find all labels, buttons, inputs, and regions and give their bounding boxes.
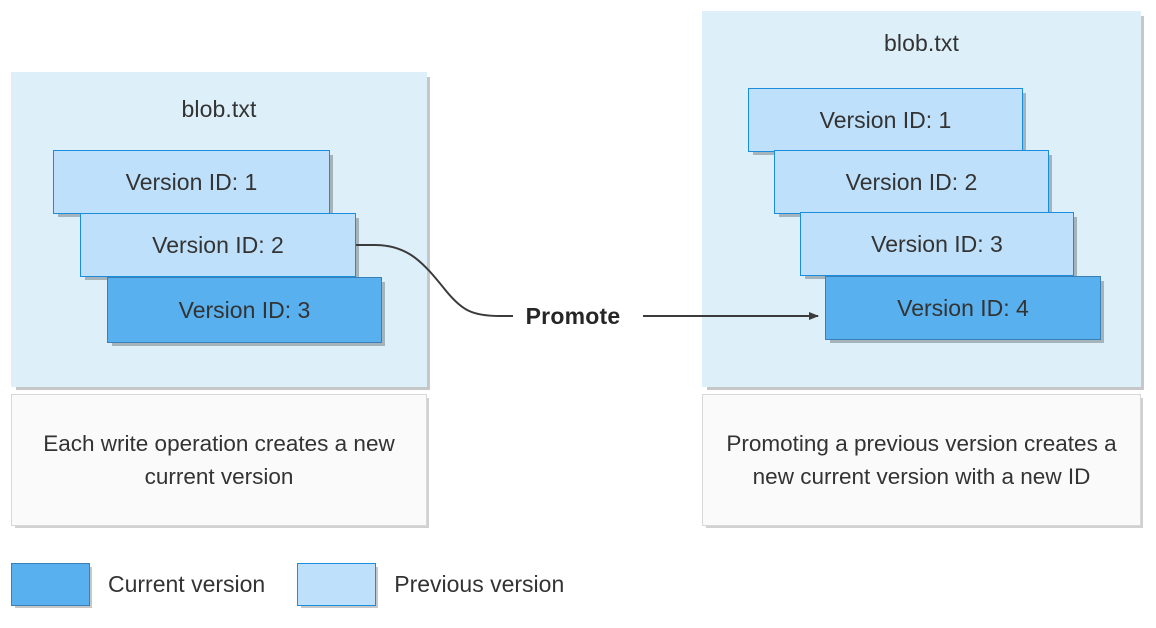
version-card-left-3-current[interactable]: Version ID: 3 — [107, 277, 382, 343]
version-card-label: Version ID: 1 — [125, 169, 258, 195]
version-card-label: Version ID: 4 — [897, 295, 1029, 321]
version-card-right-2[interactable]: Version ID: 2 — [774, 150, 1049, 214]
caption-left: Each write operation creates a new curre… — [11, 394, 427, 526]
legend-item-previous-version: Previous version — [297, 562, 565, 606]
legend-item-current-version: Current version — [11, 562, 266, 606]
version-card-left-1[interactable]: Version ID: 1 — [53, 150, 330, 214]
version-card-label: Version ID: 1 — [819, 107, 952, 133]
version-card-label: Version ID: 3 — [871, 231, 1003, 257]
version-card-label: Version ID: 2 — [152, 232, 284, 258]
version-card-left-2[interactable]: Version ID: 2 — [80, 213, 356, 277]
caption-left-text: Each write operation creates a new curre… — [43, 431, 395, 489]
blob-name-right: blob.txt — [884, 30, 959, 56]
caption-right-text: Promoting a previous version creates a n… — [726, 431, 1117, 489]
version-card-label: Version ID: 3 — [178, 297, 311, 323]
legend-label-previous: Previous version — [394, 571, 565, 597]
version-card-right-3[interactable]: Version ID: 3 — [800, 212, 1074, 276]
version-card-right-1[interactable]: Version ID: 1 — [748, 88, 1023, 152]
legend-swatch-current-icon — [11, 562, 90, 606]
caption-right: Promoting a previous version creates a n… — [702, 394, 1141, 526]
version-card-label: Version ID: 2 — [845, 169, 978, 195]
promote-label: Promote — [525, 303, 621, 329]
legend-swatch-previous-icon — [297, 562, 377, 606]
legend-label-current: Current version — [108, 571, 266, 597]
legend: Current version Previous version — [11, 562, 564, 606]
version-card-right-4-current[interactable]: Version ID: 4 — [825, 276, 1101, 340]
blob-name-left: blob.txt — [181, 96, 257, 122]
